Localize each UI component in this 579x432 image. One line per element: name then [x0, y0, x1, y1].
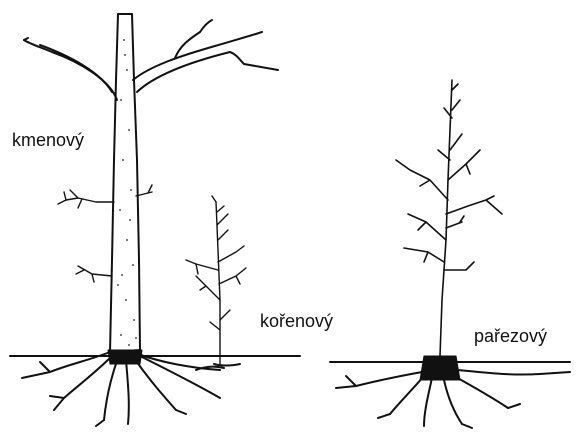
stump-sprout [396, 80, 502, 356]
crown-branches [24, 20, 278, 100]
label-trunk-sprout: kmenový [12, 130, 84, 150]
tree-trunk [110, 14, 140, 352]
right-illustration [330, 80, 570, 428]
left-illustration [10, 14, 300, 426]
root-sprout-plant [186, 196, 246, 364]
tree-root-crown [108, 350, 142, 364]
label-stump-sprout: pařezový [474, 326, 547, 346]
label-root-sprout: kořenový [260, 311, 333, 331]
